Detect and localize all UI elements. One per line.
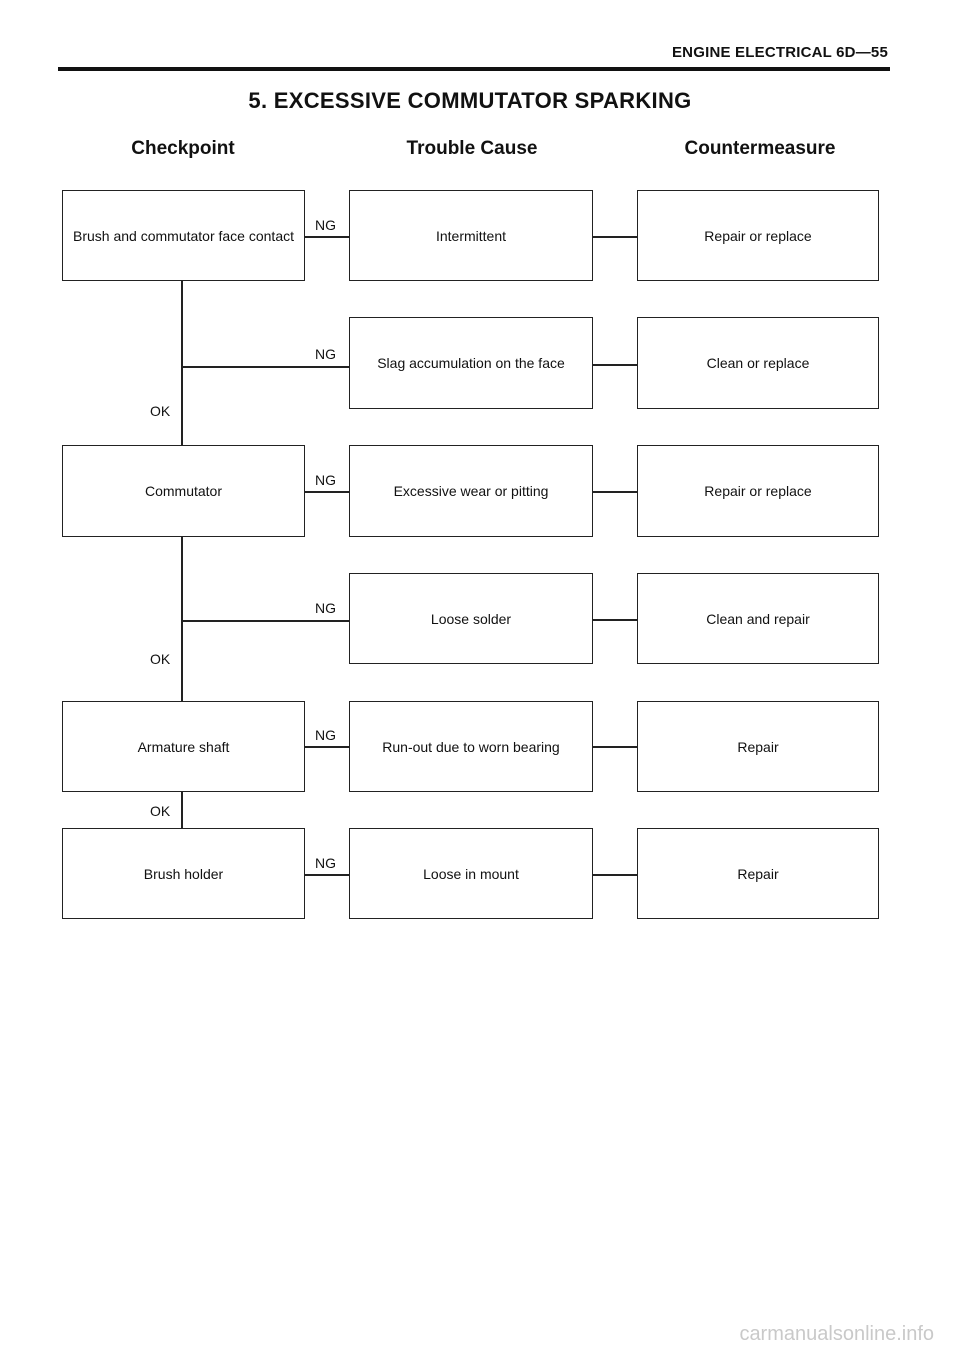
checkpoint-box-armature-shaft: Armature shaft — [62, 701, 305, 792]
countermeasure-box-5: Repair — [637, 701, 879, 792]
header-rule — [58, 67, 890, 71]
remedy-line-2 — [593, 364, 637, 366]
ng-label-1: NG — [315, 217, 336, 233]
countermeasure-box-6: Repair — [637, 828, 879, 919]
ng-label-3: NG — [315, 472, 336, 488]
remedy-line-1 — [593, 236, 637, 238]
ok-label-3: OK — [150, 803, 171, 819]
cause-box-loose-solder: Loose solder — [349, 573, 593, 664]
ng-branch-line-slag — [181, 366, 349, 368]
page-title: 5. EXCESSIVE COMMUTATOR SPARKING — [248, 88, 692, 113]
cause-box-intermittent: Intermittent — [349, 190, 593, 281]
remedy-line-6 — [593, 874, 637, 876]
ok-label-1: OK — [150, 403, 171, 419]
countermeasure-box-4: Clean and repair — [637, 573, 879, 664]
ok-connector-3 — [181, 792, 183, 828]
ok-connector-2 — [181, 537, 183, 701]
ok-label-2: OK — [150, 651, 171, 667]
ng-label-2: NG — [315, 346, 336, 362]
checkpoint-box-commutator: Commutator — [62, 445, 305, 537]
watermark-footer: carmanualsonline.info — [739, 1323, 934, 1345]
remedy-line-4 — [593, 619, 637, 621]
countermeasure-box-3: Repair or replace — [637, 445, 879, 537]
checkpoint-box-brush-holder: Brush holder — [62, 828, 305, 919]
ng-label-5: NG — [315, 727, 336, 743]
checkpoint-box-brush-commutator-contact: Brush and commutator face contact — [62, 190, 305, 281]
remedy-line-3 — [593, 491, 637, 493]
cause-box-slag-accumulation: Slag accumulation on the face — [349, 317, 593, 409]
ok-connector-1 — [181, 281, 183, 445]
countermeasure-box-2: Clean or replace — [637, 317, 879, 409]
remedy-line-5 — [593, 746, 637, 748]
ng-line-4 — [305, 874, 349, 876]
countermeasure-box-1: Repair or replace — [637, 190, 879, 281]
ng-branch-line-solder — [181, 620, 349, 622]
column-countermeasure: Countermeasure — [684, 138, 836, 159]
ng-label-6: NG — [315, 855, 336, 871]
ng-line-1 — [305, 236, 349, 238]
column-checkpoint: Checkpoint — [131, 138, 235, 159]
cause-box-run-out: Run-out due to worn bearing — [349, 701, 593, 792]
ng-line-2 — [305, 491, 349, 493]
ng-label-4: NG — [315, 600, 336, 616]
ng-line-3 — [305, 746, 349, 748]
section-header: ENGINE ELECTRICAL 6D—55 — [671, 44, 888, 61]
cause-box-loose-in-mount: Loose in mount — [349, 828, 593, 919]
column-trouble-cause: Trouble Cause — [406, 138, 538, 159]
cause-box-excessive-wear: Excessive wear or pitting — [349, 445, 593, 537]
